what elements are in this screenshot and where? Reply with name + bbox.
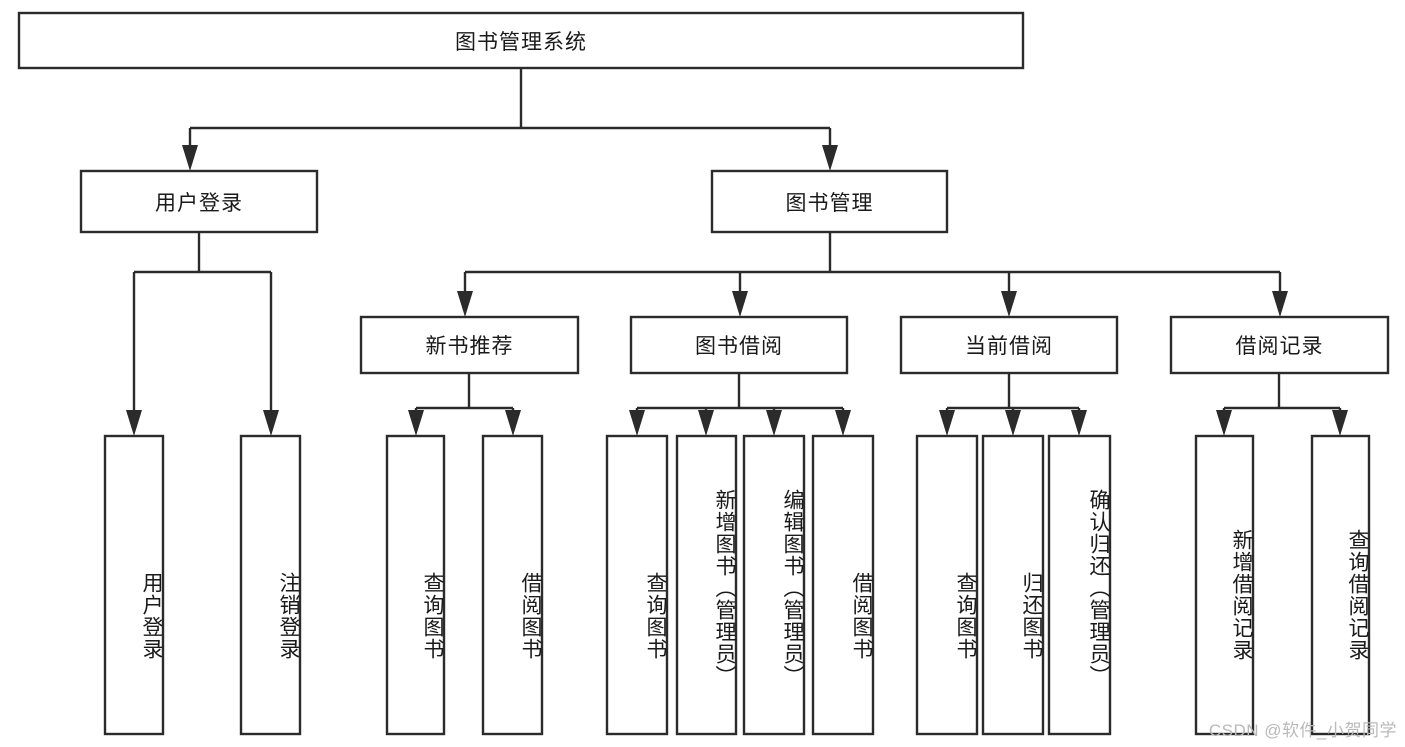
- arrow-head-leaf-query-book-3: [939, 410, 955, 436]
- node-box-leaf-query-book-3[interactable]: [915, 434, 979, 736]
- arrow-head-new-book-recommend: [457, 291, 473, 317]
- node-box-leaf-user-login[interactable]: [103, 434, 165, 736]
- arrow-head-leaf-borrow-book-2: [835, 410, 851, 436]
- arrow-head-leaf-user-login: [126, 410, 142, 436]
- connector-group-bookborrow-to-leaves: [629, 373, 851, 436]
- arrow-head-leaf-confirm-return: [1071, 410, 1087, 436]
- node-box-leaf-query-book-2[interactable]: [605, 434, 669, 736]
- arrow-head-leaf-query-record: [1332, 410, 1348, 436]
- arrow-head-leaf-edit-book: [766, 410, 782, 436]
- connector-group-currentborrow-to-leaves: [939, 373, 1087, 436]
- node-box-user-login[interactable]: [79, 169, 319, 234]
- node-box-leaf-return-book[interactable]: [981, 434, 1045, 736]
- arrow-head-leaf-add-record: [1216, 410, 1232, 436]
- node-box-borrow-record[interactable]: [1169, 315, 1390, 375]
- arrow-head-leaf-add-book: [698, 410, 714, 436]
- connector-group-bookmanage-to-level2: [457, 232, 1288, 317]
- node-box-leaf-logout[interactable]: [239, 434, 302, 736]
- arrow-head-book-borrow: [732, 291, 748, 317]
- node-box-book-manage[interactable]: [710, 169, 949, 234]
- node-box-leaf-query-record[interactable]: [1310, 434, 1371, 736]
- arrow-head-bookmanage: [822, 145, 838, 171]
- node-box-book-borrow[interactable]: [629, 315, 849, 375]
- node-box-current-borrow[interactable]: [899, 315, 1119, 375]
- connector-group-root-to-level1: [182, 68, 838, 171]
- node-box-leaf-confirm-return[interactable]: [1047, 434, 1112, 736]
- connector-group-borrowrecord-to-leaves: [1216, 373, 1348, 436]
- node-box-leaf-add-record[interactable]: [1194, 434, 1255, 736]
- arrow-head-userlogin: [182, 145, 198, 171]
- arrow-head-leaf-logout: [263, 410, 279, 436]
- node-box-leaf-edit-book[interactable]: [742, 434, 806, 736]
- node-box-new-book-recommend[interactable]: [359, 315, 580, 375]
- arrow-head-leaf-return-book: [1005, 410, 1021, 436]
- arrow-head-leaf-borrow-book-1: [505, 410, 521, 436]
- arrow-head-leaf-query-book-2: [629, 410, 645, 436]
- node-box-leaf-query-book-1[interactable]: [385, 434, 446, 736]
- arrow-head-current-borrow: [1001, 291, 1017, 317]
- node-box-leaf-borrow-book-2[interactable]: [811, 434, 875, 736]
- node-box-leaf-borrow-book-1[interactable]: [481, 434, 544, 736]
- arrow-head-leaf-query-book-1: [408, 410, 424, 436]
- connector-group-userlogin-to-leaves: [126, 232, 279, 436]
- connector-group-newbook-to-leaves: [408, 373, 521, 436]
- node-box-root[interactable]: [17, 11, 1025, 70]
- arrow-head-borrow-record: [1272, 291, 1288, 317]
- node-box-leaf-add-book[interactable]: [675, 434, 738, 736]
